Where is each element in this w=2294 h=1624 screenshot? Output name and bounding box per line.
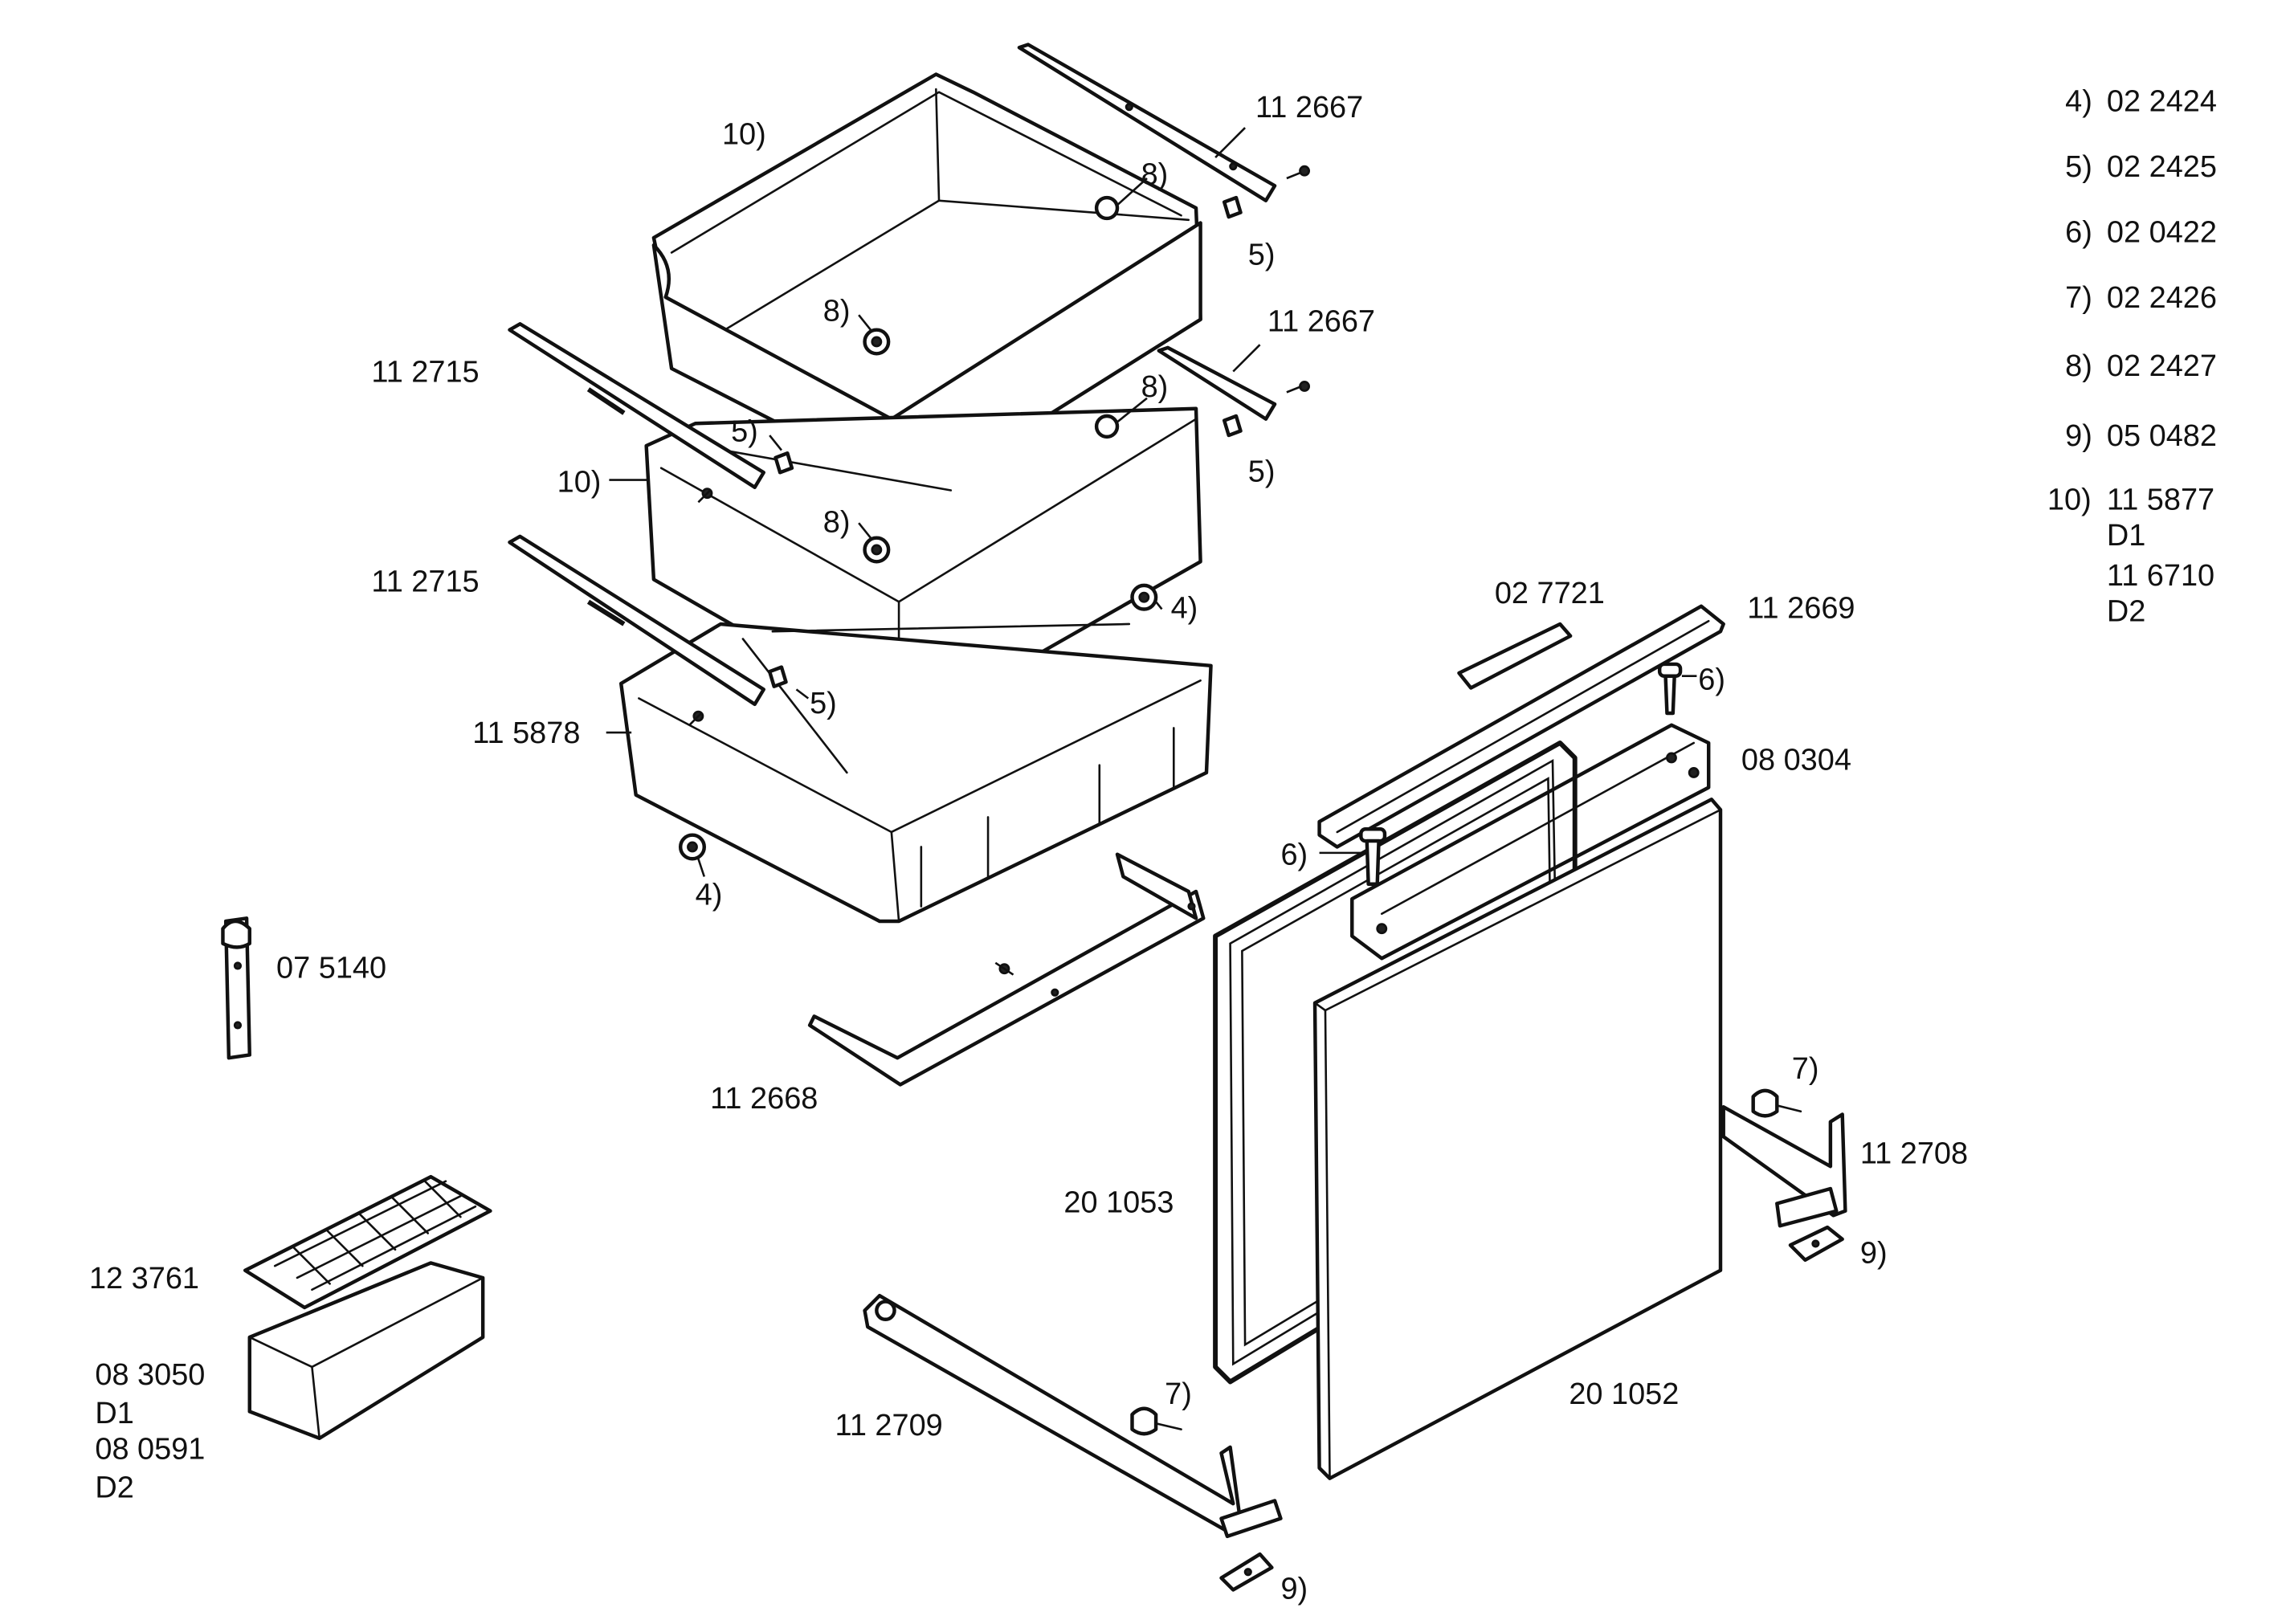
legend-value-5: 02 2425 — [2107, 150, 2217, 184]
label-ice-box-d2-code: 08 0591 — [95, 1433, 205, 1467]
label-rail-upper-right-mid: 11 2667 — [1267, 305, 1375, 339]
handle-part — [221, 916, 251, 1060]
label-front-rail: 11 2668 — [710, 1082, 818, 1116]
part-labels: 10) 11 2667 8) 5) 8) 11 2667 11 2715 8) … — [89, 91, 1968, 1606]
label-hinge-bracket: 08 0304 — [1741, 743, 1851, 777]
label-bracket-bottom: 11 2709 — [835, 1409, 943, 1442]
label-ice-tray: 12 3761 — [89, 1262, 199, 1296]
label-clip-upper: 5) — [731, 414, 758, 448]
label-foot-right: 4) — [1171, 592, 1198, 626]
label-screw-hinge-right: 7) — [1792, 1052, 1819, 1086]
rail-left-upper — [508, 322, 794, 504]
legend-value-6: 02 0422 — [2107, 216, 2217, 250]
front-rail — [807, 852, 1206, 1087]
label-bracket-right: 11 2708 — [1860, 1137, 1968, 1171]
ice-tray — [243, 1174, 492, 1310]
bracket-bottom — [863, 1293, 1283, 1539]
legend-value-10-alt: 11 6710 — [2107, 559, 2214, 593]
label-rail-upper-right-top: 11 2667 — [1255, 91, 1363, 124]
label-stopper-mid-inner: 8) — [823, 505, 851, 539]
screw-mid — [1359, 827, 1387, 886]
label-ice-box-d1: D1 — [95, 1397, 133, 1430]
legend-value-9: 05 0482 — [2107, 419, 2217, 453]
ice-box — [247, 1261, 485, 1440]
door-panel — [1312, 798, 1723, 1480]
legend-variant-d1: D1 — [2107, 519, 2145, 553]
label-stopper-top: 8) — [1141, 157, 1169, 191]
label-gasket: 20 1053 — [1063, 1186, 1174, 1220]
legend-variant-d2: D2 — [2107, 594, 2145, 628]
label-screw-top: 6) — [1698, 663, 1725, 696]
leader-lines — [606, 127, 1697, 877]
label-door-panel: 20 1052 — [1569, 1377, 1679, 1411]
hinge-bracket — [1350, 723, 1711, 961]
label-drawer-mid: 10) — [557, 465, 602, 499]
base-bin — [618, 583, 1213, 924]
label-screw-mid: 6) — [1280, 839, 1308, 872]
label-hinge-clip-bottom: 9) — [1280, 1573, 1308, 1606]
label-clip-mid-right: 5) — [1248, 455, 1276, 488]
label-handle: 07 5140 — [276, 951, 386, 985]
label-rail-left-lower: 11 2715 — [371, 565, 479, 598]
legend-value-8: 02 2427 — [2107, 349, 2217, 383]
legend-value-4: 02 2424 — [2107, 85, 2217, 119]
label-ice-box-d2: D2 — [95, 1471, 133, 1505]
legend-code-8: 8) — [2065, 349, 2092, 383]
label-door-label: 02 7721 — [1495, 577, 1605, 610]
label-bin-base: 11 5878 — [472, 716, 580, 750]
hinge-clip-bottom — [1219, 1552, 1274, 1592]
rail-upper-right-mid — [1157, 345, 1311, 438]
hinge-clip-right — [1788, 1225, 1844, 1262]
legend-code-9: 9) — [2065, 419, 2092, 453]
label-door-trim: 11 2669 — [1747, 592, 1855, 626]
label-clip-upper-right: 5) — [1248, 238, 1276, 271]
door-label-plate — [1457, 622, 1573, 690]
legend-code-5: 5) — [2065, 150, 2092, 184]
door-trim — [1317, 604, 1725, 849]
label-stopper-top-inner: 8) — [823, 295, 851, 328]
label-stopper-mid: 8) — [1141, 370, 1169, 404]
parts-legend: 4) 02 2424 5) 02 2425 6) 02 0422 7) 02 2… — [2047, 85, 2217, 629]
legend-value-7: 02 2426 — [2107, 281, 2217, 315]
label-screw-hinge-bottom: 7) — [1165, 1377, 1192, 1411]
label-ice-box-d1-code: 08 3050 — [95, 1358, 205, 1392]
legend-code-10: 10) — [2047, 484, 2092, 517]
rail-upper-right-top — [1017, 43, 1311, 219]
legend-code-4: 4) — [2065, 85, 2092, 119]
screw-top — [1657, 662, 1683, 716]
legend-value-10: 11 5877 — [2107, 484, 2214, 517]
label-rail-left-upper: 11 2715 — [371, 355, 479, 389]
label-drawer-top: 10) — [722, 117, 766, 151]
label-clip-lower-left: 5) — [810, 687, 837, 720]
legend-code-6: 6) — [2065, 216, 2092, 250]
rail-left-lower — [508, 534, 788, 726]
label-hinge-clip-right: 9) — [1860, 1236, 1888, 1270]
legend-code-7: 7) — [2065, 281, 2092, 315]
label-foot-left: 4) — [696, 879, 723, 912]
bracket-right — [1721, 1088, 1847, 1228]
